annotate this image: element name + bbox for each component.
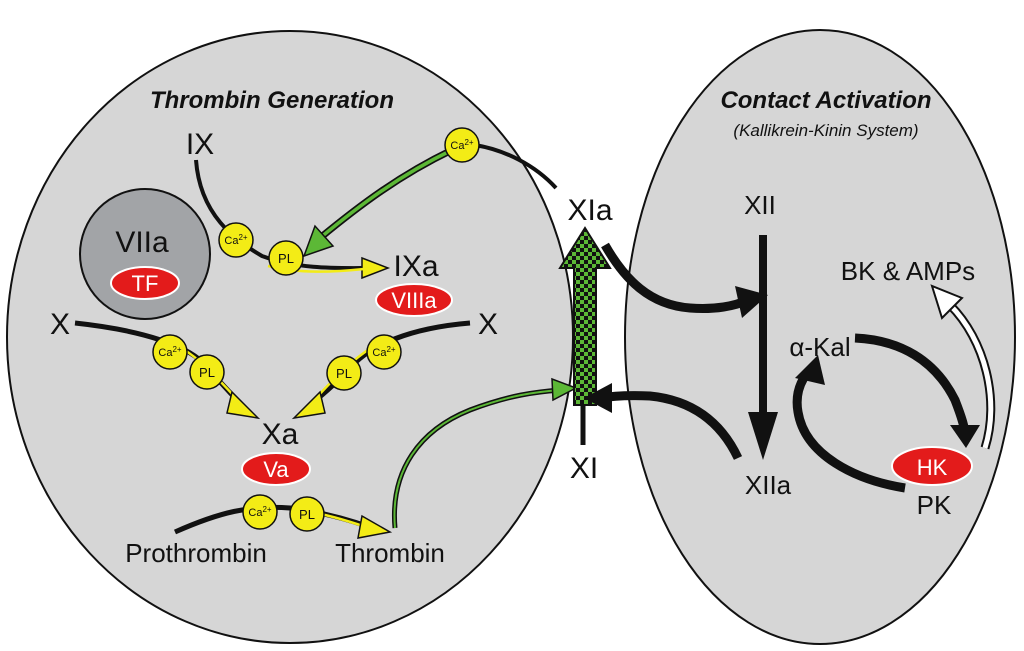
svg-text:PL: PL — [336, 366, 352, 381]
xiia-to-xi-arrow — [599, 391, 743, 460]
svg-text:Ca2+: Ca2+ — [372, 345, 396, 359]
hk-to-bk-white-line — [948, 303, 994, 449]
pk-label: PK — [917, 490, 952, 520]
ca-node-top: Ca2+ — [444, 127, 480, 163]
svg-text:Ca2+: Ca2+ — [248, 505, 272, 519]
xii-label: XII — [744, 190, 776, 220]
svg-text:PL: PL — [199, 365, 215, 380]
svg-text:Ca2+: Ca2+ — [450, 138, 474, 152]
bk-amps-label: BK & AMPs — [841, 256, 975, 286]
viia-label: VIIa — [115, 226, 169, 259]
pl-node-xright: PL — [326, 355, 362, 391]
svg-text:Ca2+: Ca2+ — [224, 233, 248, 247]
pk-to-kal-arrow — [792, 369, 906, 493]
prothrombin-label: Prothrombin — [125, 538, 267, 568]
ix-to-ixa-arrow — [194, 159, 373, 271]
thrombin-to-xi-green-line — [393, 389, 561, 529]
svg-text:Ca2+: Ca2+ — [158, 345, 182, 359]
pl-node-ix: PL — [268, 240, 304, 276]
ca-node-prothrombin: Ca2+ — [242, 494, 278, 530]
xi-to-xia-checker-arrow — [558, 226, 612, 406]
xiia-to-xi-arrowhead — [584, 383, 612, 413]
ix-label: IX — [186, 128, 214, 161]
thrombin-label: Thrombin — [335, 538, 445, 568]
hk-to-bk-arrowhead — [930, 284, 964, 320]
ca-node-xright: Ca2+ — [366, 334, 402, 370]
ixa-label: IXa — [393, 250, 438, 283]
xi-label: XI — [570, 452, 598, 485]
x-left-label: X — [50, 308, 70, 341]
svg-text:PL: PL — [278, 251, 294, 266]
thrombin-generation-title: Thrombin Generation — [150, 87, 394, 114]
tf-pill — [110, 266, 180, 300]
pl-node-prothrombin: PL — [289, 496, 325, 532]
contact-activation-region — [624, 29, 1016, 645]
xiia-label: XIIa — [745, 470, 792, 500]
contact-activation-title: Contact Activation — [720, 87, 931, 114]
xright-arrowhead — [291, 390, 326, 420]
xia-label: XIa — [567, 194, 612, 227]
xia-to-xii-arrow — [601, 242, 750, 313]
x-right-label: X — [478, 308, 498, 341]
ca-node-xleft: Ca2+ — [152, 334, 188, 370]
pk-to-kal-arrowhead — [795, 355, 825, 385]
kallikrein-kinin-subtitle: (Kallikrein-Kinin System) — [733, 121, 918, 140]
va-label: Va — [263, 457, 289, 482]
xia-to-ca-curve — [474, 143, 558, 190]
va-pill — [241, 452, 311, 486]
hk-label: HK — [917, 455, 948, 480]
tf-label: TF — [132, 271, 159, 296]
thrombin-to-xi-arrowhead — [551, 377, 578, 402]
kal-to-hk-arrowhead — [950, 425, 980, 448]
ca-node-ix: Ca2+ — [218, 222, 254, 258]
alpha-kal-label: α-Kal — [789, 332, 850, 362]
svg-text:PL: PL — [299, 507, 315, 522]
xleft-arrowhead — [226, 390, 261, 420]
ca-to-pl-arrowhead — [302, 224, 335, 258]
hk-pill — [891, 446, 973, 486]
ca-to-pl-green-line — [318, 148, 453, 240]
viiia-pill — [375, 283, 453, 317]
pl-node-xleft: PL — [189, 354, 225, 390]
xa-label: Xa — [262, 418, 299, 451]
viiia-label: VIIIa — [391, 288, 437, 313]
xii-to-xiia-arrowhead — [748, 412, 778, 460]
thrombin-arrowhead — [357, 514, 393, 539]
